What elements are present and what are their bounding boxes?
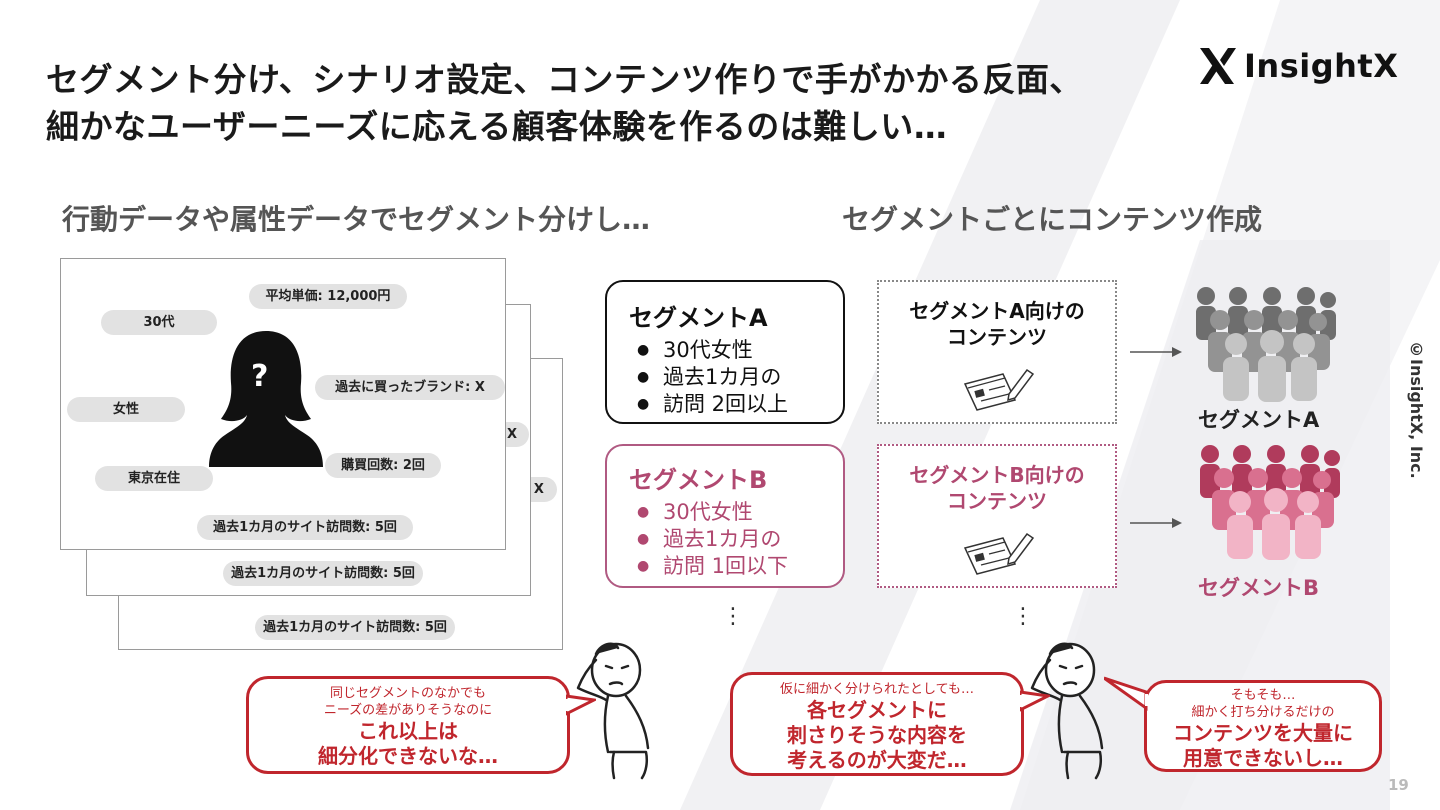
- insightx-logo-mark-icon: [1200, 48, 1236, 84]
- worried-person-icon: [576, 642, 650, 780]
- content-b-title-line1: セグメントB向けの: [909, 463, 1085, 487]
- content-a-box: セグメントA向けの コンテンツ: [877, 280, 1117, 424]
- page-title: セグメント分け、シナリオ設定、コンテンツ作りで手がかかる反面、 細かなユーザーニ…: [46, 56, 1083, 150]
- segment-b-box: セグメントB 30代女性 過去1カ月の 訪問 1回以下: [605, 444, 845, 588]
- visits-pill: 過去1カ月のサイト訪問数: 5回: [223, 561, 423, 586]
- content-a-title: セグメントA向けの コンテンツ: [879, 298, 1115, 350]
- purchases-pill: 購買回数: 2回: [325, 453, 441, 478]
- segment-a-criterion: 過去1カ月の: [629, 364, 843, 391]
- bubble-1-big-line1: これ以上は: [358, 719, 458, 743]
- more-segments-dots: ⋮: [722, 604, 744, 629]
- group-a-label: セグメントA: [1198, 408, 1320, 432]
- more-contents-dots: ⋮: [1012, 604, 1034, 629]
- bubble-2-big-line2: 刺さりそうな内容を: [787, 723, 967, 747]
- segment-b-criterion: 過去1カ月の: [629, 526, 843, 553]
- page-title-line1: セグメント分け、シナリオ設定、コンテンツ作りで手がかかる反面、: [46, 60, 1083, 99]
- insightx-logo: InsightX: [1198, 42, 1398, 90]
- visits-pill: 過去1カ月のサイト訪問数: 5回: [197, 515, 413, 540]
- location-pill: 東京在住: [95, 466, 213, 491]
- segment-b-criterion: 30代女性: [629, 499, 843, 526]
- bubble-3-big-line1: コンテンツを大量に: [1173, 721, 1353, 745]
- content-writing-icon: [963, 532, 1035, 575]
- content-b-box: セグメントB向けの コンテンツ: [877, 444, 1117, 588]
- segment-a-title: セグメントA: [629, 304, 768, 332]
- arrow-right-icon: [1130, 518, 1182, 528]
- crowd-a-icon: [1196, 287, 1336, 402]
- segment-a-box: セグメントA 30代女性 過去1カ月の 訪問 2回以上: [605, 280, 845, 424]
- content-a-title-line2: コンテンツ: [947, 325, 1047, 349]
- crowd-b-icon: [1200, 445, 1340, 560]
- content-writing-icon: [963, 368, 1035, 411]
- segment-b-criteria: 30代女性 過去1カ月の 訪問 1回以下: [629, 499, 843, 580]
- bubble-3-small-line2: 細かく打ち分けるだけの: [1191, 705, 1335, 720]
- logo-text: InsightX: [1244, 47, 1399, 85]
- bubble-2-big-line1: 各セグメントに: [807, 698, 947, 722]
- segment-b-criterion: 訪問 1回以下: [629, 553, 843, 580]
- content-a-title-line1: セグメントA向けの: [909, 299, 1085, 323]
- bubble-2-small-line1: 仮に細かく分けられたとしても…: [780, 682, 974, 697]
- bubble-2-big-line3: 考えるのが大変だ…: [787, 748, 967, 772]
- bubble-3-big-line2: 用意できないし…: [1183, 746, 1343, 770]
- speech-bubble-3: そもそも… 細かく打ち分けるだけの コンテンツを大量に 用意できないし…: [1144, 680, 1382, 772]
- avg-price-pill: 平均単価: 12,000円: [249, 284, 407, 309]
- bubble-1-tail: [566, 694, 596, 716]
- age-pill: 30代: [101, 310, 217, 335]
- bubble-1-small-line1: 同じセグメントのなかでも: [329, 686, 486, 701]
- segment-b-title: セグメントB: [629, 466, 768, 494]
- bubble-2-tail: [1020, 690, 1050, 712]
- content-b-title-line2: コンテンツ: [947, 489, 1047, 513]
- user-silhouette-icon: [209, 331, 323, 467]
- profile-card-front: 平均単価: 12,000円 30代 過去に買ったブランド: X 女性 購買回数:…: [60, 258, 506, 550]
- brand-pill: 過去に買ったブランド: X: [315, 375, 505, 400]
- page-number: 19: [1388, 776, 1409, 794]
- bubble-1-small-line2: ニーズの差がありそうなのに: [323, 703, 493, 718]
- segment-a-criteria: 30代女性 過去1カ月の 訪問 2回以上: [629, 337, 843, 418]
- visits-pill: 過去1カ月のサイト訪問数: 5回: [255, 615, 455, 640]
- bubble-3-tail: [1104, 676, 1148, 711]
- bubble-1-big-line2: 細分化できないな…: [318, 744, 498, 768]
- gender-pill: 女性: [67, 397, 185, 422]
- copyright-notice: ©InsightX, Inc.: [1407, 340, 1426, 479]
- page-title-line2: 細かなユーザーニーズに応える顧客体験を作るのは難しい…: [46, 107, 948, 146]
- speech-bubble-2: 仮に細かく分けられたとしても… 各セグメントに 刺さりそうな内容を 考えるのが大…: [730, 672, 1024, 776]
- arrow-right-icon: [1130, 347, 1182, 357]
- content-b-title: セグメントB向けの コンテンツ: [879, 462, 1115, 514]
- right-section-heading: セグメントごとにコンテンツ作成: [842, 203, 1263, 236]
- segment-a-criterion: 30代女性: [629, 337, 843, 364]
- unknown-mark: ?: [251, 359, 269, 394]
- group-b-label: セグメントB: [1198, 576, 1320, 600]
- left-section-heading: 行動データや属性データでセグメント分けし…: [62, 203, 651, 236]
- worried-person-icon: [1030, 642, 1104, 780]
- bubble-3-small-line1: そもそも…: [1230, 688, 1296, 703]
- speech-bubble-1: 同じセグメントのなかでも ニーズの差がありそうなのに これ以上は 細分化できない…: [246, 676, 570, 774]
- segment-a-criterion: 訪問 2回以上: [629, 391, 843, 418]
